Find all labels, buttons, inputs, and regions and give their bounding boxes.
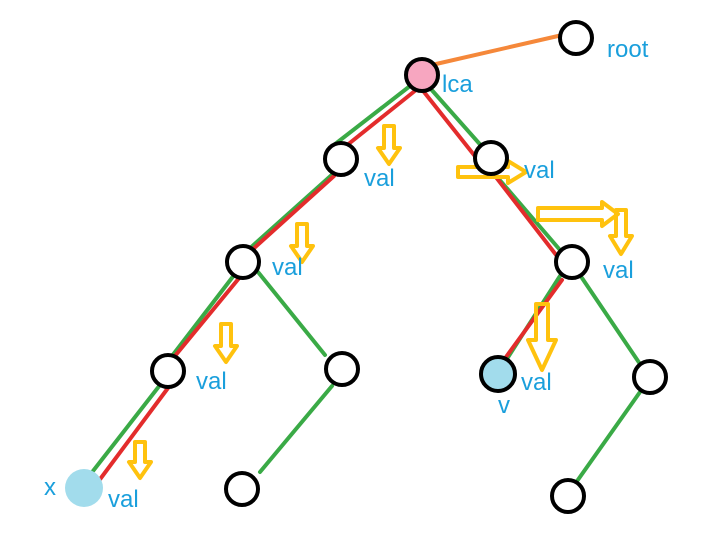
- v-label: v: [498, 392, 510, 419]
- down-arrow-icon: [376, 124, 402, 166]
- v-node: [479, 355, 517, 393]
- root-label: root: [607, 36, 649, 63]
- down-arrow-icon: [526, 302, 558, 372]
- tree-node: [550, 478, 586, 514]
- down-arrow-icon: [127, 440, 153, 480]
- tree-node: [632, 359, 668, 395]
- path-a-lca: [344, 88, 418, 148]
- path-edges: [93, 88, 564, 488]
- edge-d-child: [258, 384, 334, 474]
- path-lca-e: [422, 90, 480, 162]
- edge-lca-e: [428, 86, 487, 152]
- tree-node: [554, 244, 590, 280]
- tree-node: [225, 244, 261, 280]
- val-label: val: [364, 165, 395, 192]
- x-node: [65, 469, 103, 507]
- val-label: val: [272, 254, 303, 281]
- val-label: val: [196, 368, 227, 395]
- val-label: val: [521, 369, 552, 396]
- edge-lca-a: [328, 84, 412, 150]
- path-b-a: [250, 174, 336, 252]
- node-labels: root lca val val val val val val v x val: [44, 36, 649, 513]
- x-label: x: [44, 474, 56, 501]
- path-c-b: [168, 275, 242, 364]
- root-node: [558, 20, 594, 56]
- value-arrows: [127, 124, 634, 480]
- tree-node: [323, 141, 359, 177]
- edge-b-c: [170, 268, 240, 358]
- path-x-c: [93, 386, 170, 488]
- down-arrow-icon: [289, 222, 315, 264]
- tree-node: [324, 351, 360, 387]
- down-arrow-icon: [213, 322, 239, 364]
- edge-g-child: [573, 390, 642, 486]
- path-f-v: [496, 278, 564, 370]
- tree-node: [150, 353, 186, 389]
- edge-root-lca: [434, 34, 560, 66]
- edge-a-b: [246, 170, 337, 252]
- edge-f-g: [580, 276, 642, 366]
- val-label: val: [603, 257, 634, 284]
- val-label: val: [108, 486, 139, 513]
- edge-b-d: [256, 270, 327, 357]
- tree-nodes: [65, 20, 668, 514]
- lca-label: lca: [442, 71, 473, 98]
- edge-c-x: [84, 383, 162, 482]
- lca-node: [404, 57, 440, 93]
- tree-node: [224, 471, 260, 507]
- val-label: val: [524, 157, 555, 184]
- tree-node: [473, 140, 509, 176]
- right-arrow-icon: [456, 159, 528, 185]
- path-e-f: [490, 170, 562, 262]
- down-arrow-icon: [608, 208, 634, 256]
- right-arrow-icon: [536, 200, 620, 228]
